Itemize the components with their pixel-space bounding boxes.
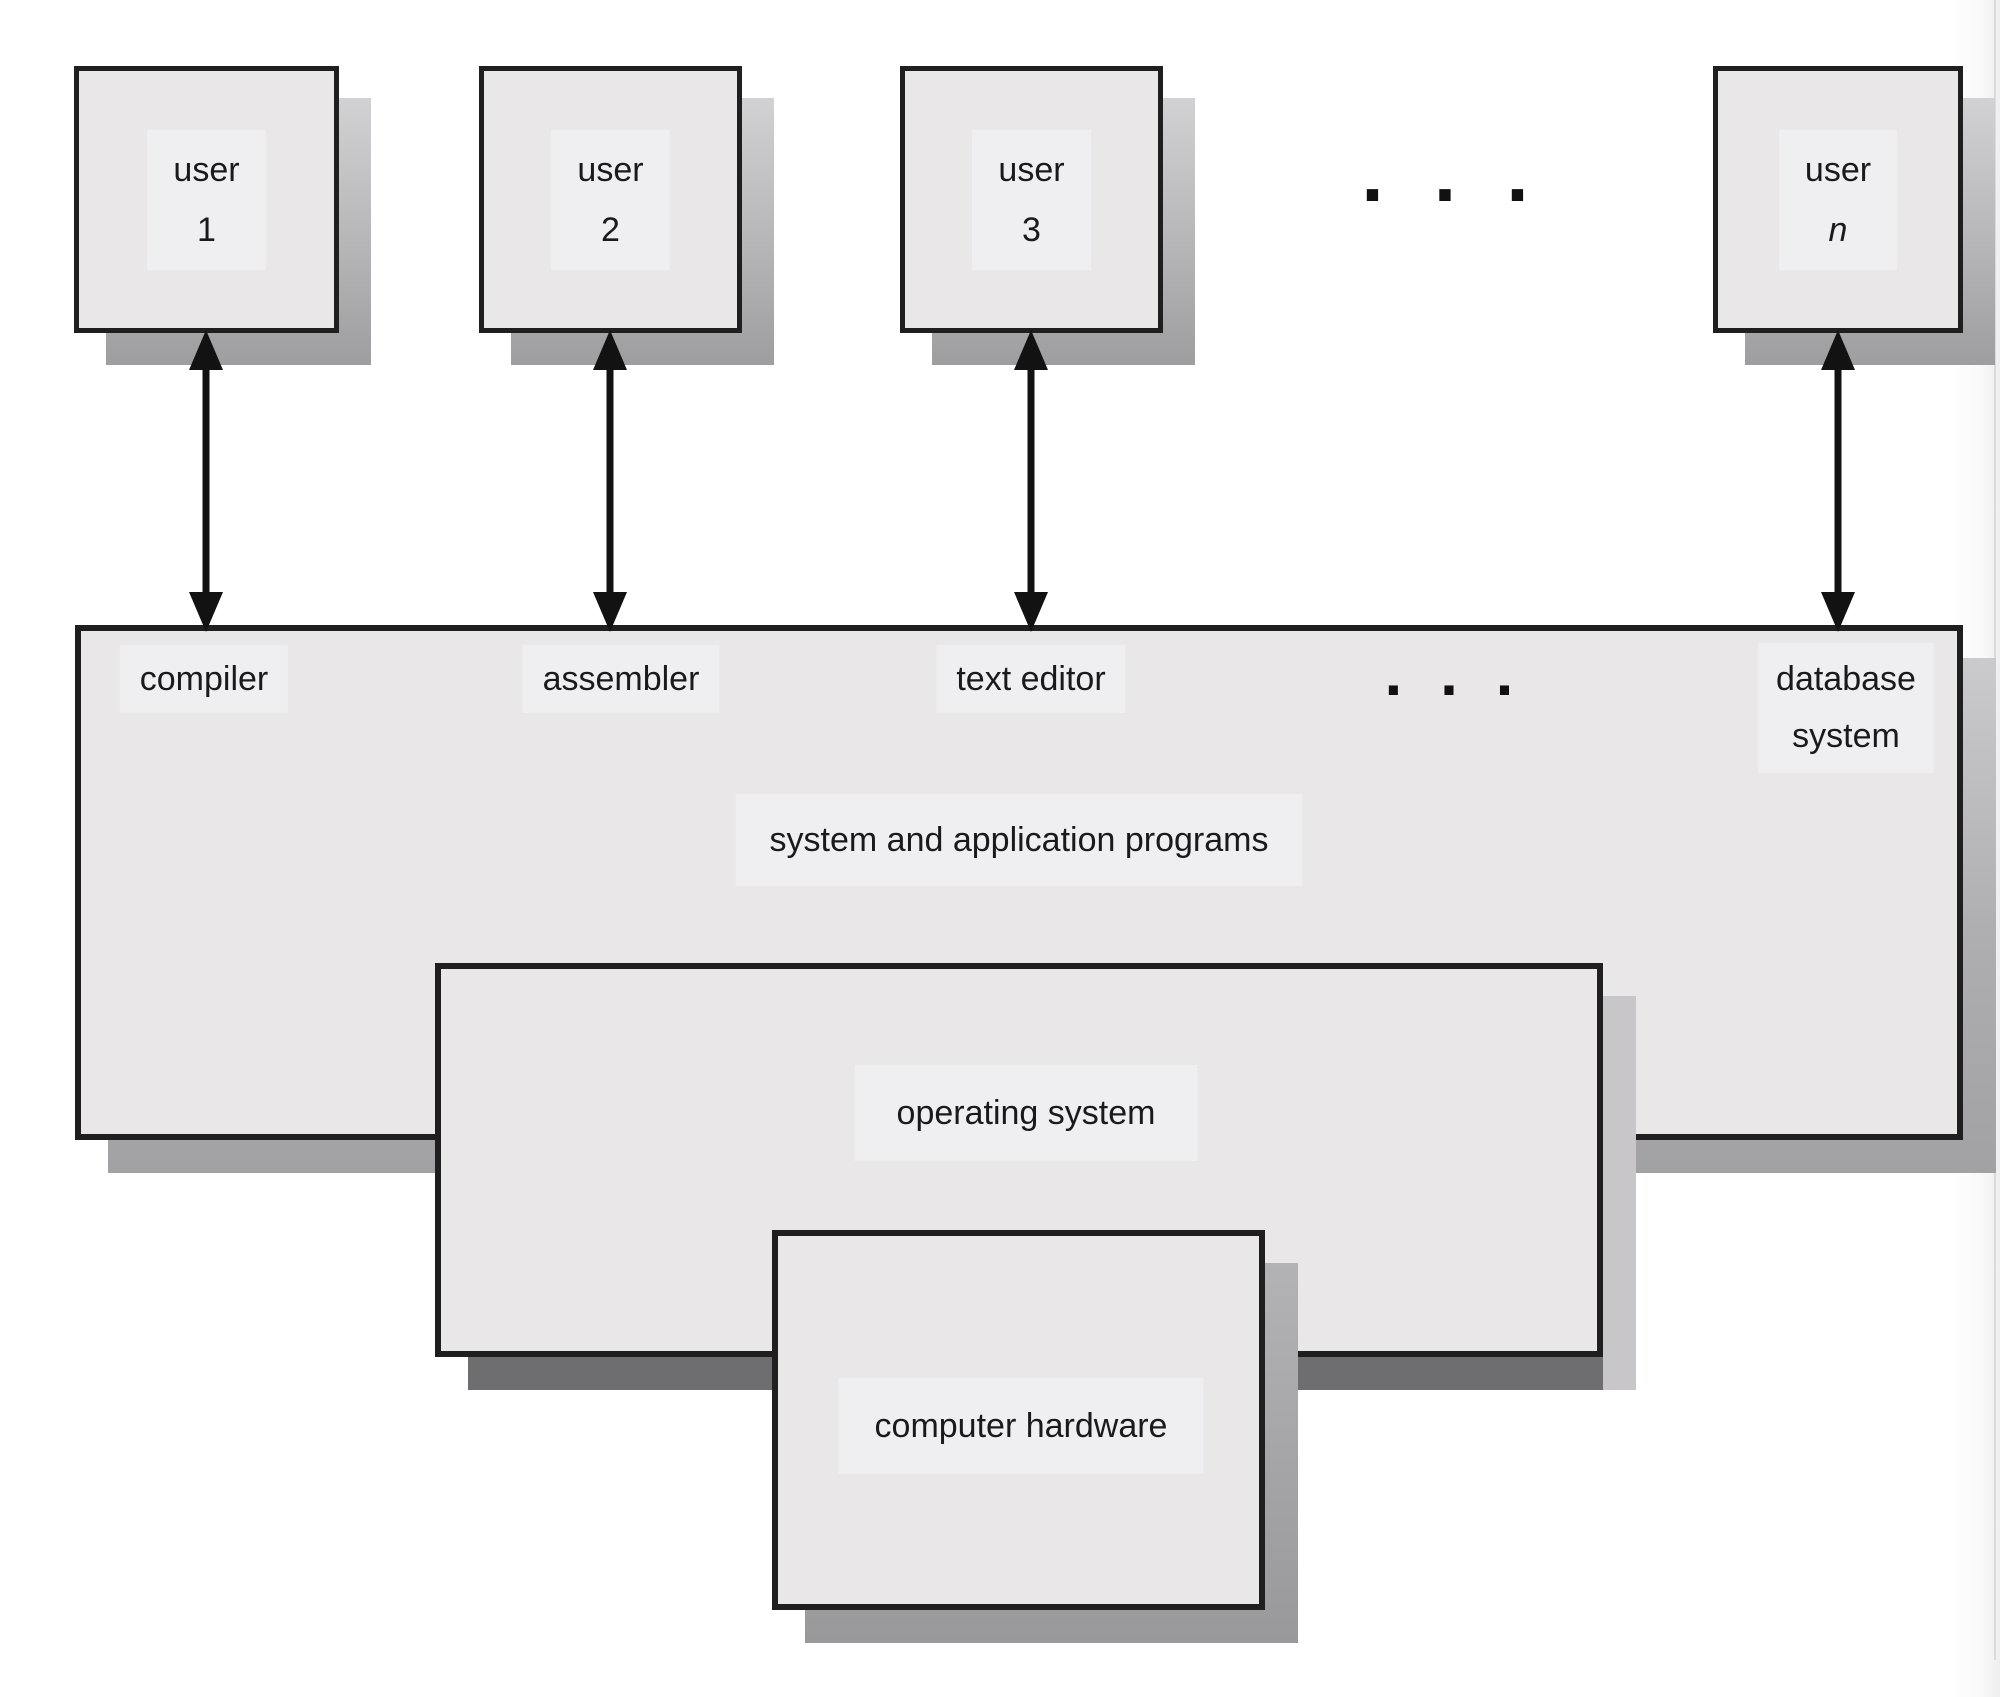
programs-ellipsis: . . .: [1384, 637, 1524, 709]
programs-box-title: system and application programs: [735, 794, 1303, 886]
user-2-label: user 2: [551, 129, 670, 270]
user-box-3: user 3: [900, 66, 1163, 333]
user-2-word: user: [577, 150, 644, 189]
programs-item-assembler: assembler: [522, 645, 720, 713]
operating-system-label: operating system: [854, 1065, 1198, 1161]
user-box-n: user n: [1713, 66, 1963, 333]
user-3-label: user 3: [972, 129, 1091, 270]
user-box-2: user 2: [479, 66, 742, 333]
user-2-number: 2: [601, 210, 620, 249]
user-1-number: 1: [197, 210, 216, 249]
user-1-label: user 1: [147, 129, 266, 270]
programs-item-compiler: compiler: [119, 645, 289, 713]
user-n-label: user n: [1778, 129, 1898, 270]
user-3-word: user: [998, 150, 1065, 189]
user-3-number: 3: [1022, 210, 1041, 249]
programs-item-database-system: database system: [1758, 643, 1934, 773]
users-ellipsis: . . .: [1361, 129, 1543, 218]
arrow-usern-programs: [1821, 330, 1855, 632]
arrow-user1-programs: [189, 330, 223, 632]
user-box-1: user 1: [74, 66, 339, 333]
arrow-user3-programs: [1014, 330, 1048, 632]
computer-hardware-box: computer hardware: [772, 1230, 1265, 1610]
programs-item-text-editor: text editor: [936, 645, 1126, 713]
arrow-user2-programs: [593, 330, 627, 632]
computer-hardware-label: computer hardware: [838, 1378, 1204, 1474]
user-1-word: user: [173, 150, 240, 189]
os-box-shadow-right: [1603, 996, 1636, 1390]
user-n-word: user: [1804, 150, 1872, 189]
database-line: database: [1776, 660, 1916, 698]
system-line: system: [1792, 717, 1900, 755]
user-n-number: n: [1828, 210, 1848, 249]
